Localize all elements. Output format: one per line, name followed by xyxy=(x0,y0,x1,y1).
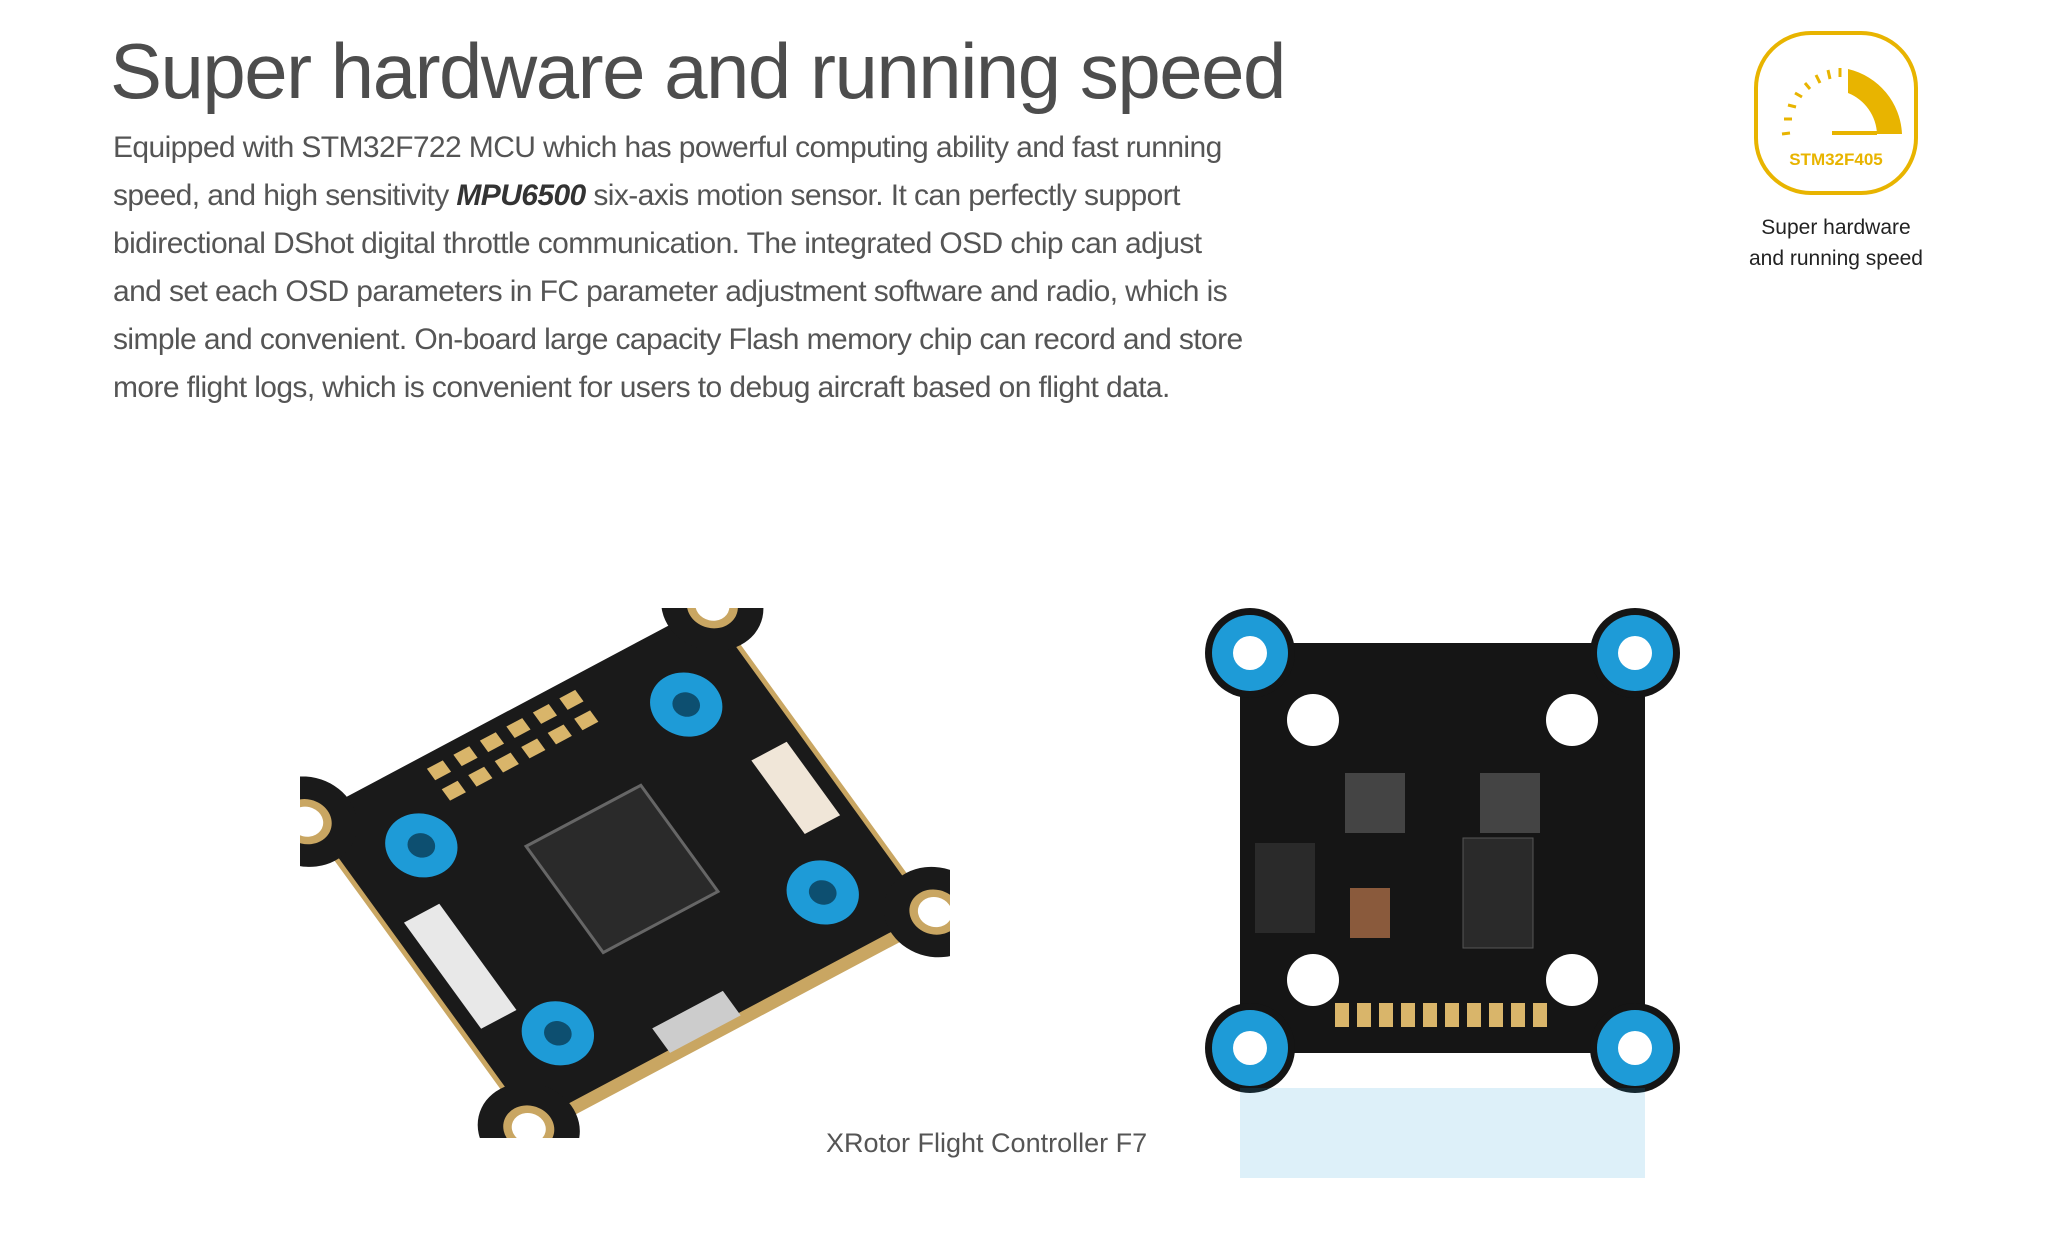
description-paragraph: Equipped with STM32F722 MCU which has po… xyxy=(113,124,1243,412)
product-caption: XRotor Flight Controller F7 xyxy=(826,1128,1148,1158)
speedometer-icon: STM32F405 xyxy=(1754,31,1918,195)
description-line: and set each OSD parameters in FC parame… xyxy=(113,275,1228,308)
flight-controller-top-image xyxy=(300,608,950,1138)
description-text: speed, and high sensitivity xyxy=(113,179,457,212)
badge-caption-line: and running speed xyxy=(1749,247,1923,270)
description-line: speed, and high sensitivity MPU6500 six-… xyxy=(113,172,1243,220)
badge-caption-line: Super hardware xyxy=(1761,216,1911,239)
badge-caption: Super hardware and running speed xyxy=(1720,212,1952,274)
badge-chip-label: STM32F405 xyxy=(1789,150,1883,169)
description-line: bidirectional DShot digital throttle com… xyxy=(113,227,1202,260)
description-line: more flight logs, which is convenient fo… xyxy=(113,371,1170,404)
description-text: six-axis motion sensor. It can perfectly… xyxy=(585,179,1180,212)
flight-controller-bottom-image xyxy=(1205,608,1680,1178)
description-line: simple and convenient. On-board large ca… xyxy=(113,323,1243,356)
description-line: Equipped with STM32F722 MCU which has po… xyxy=(113,131,1222,164)
sensor-name: MPU6500 xyxy=(456,179,586,212)
page-title: Super hardware and running speed xyxy=(110,27,1286,115)
